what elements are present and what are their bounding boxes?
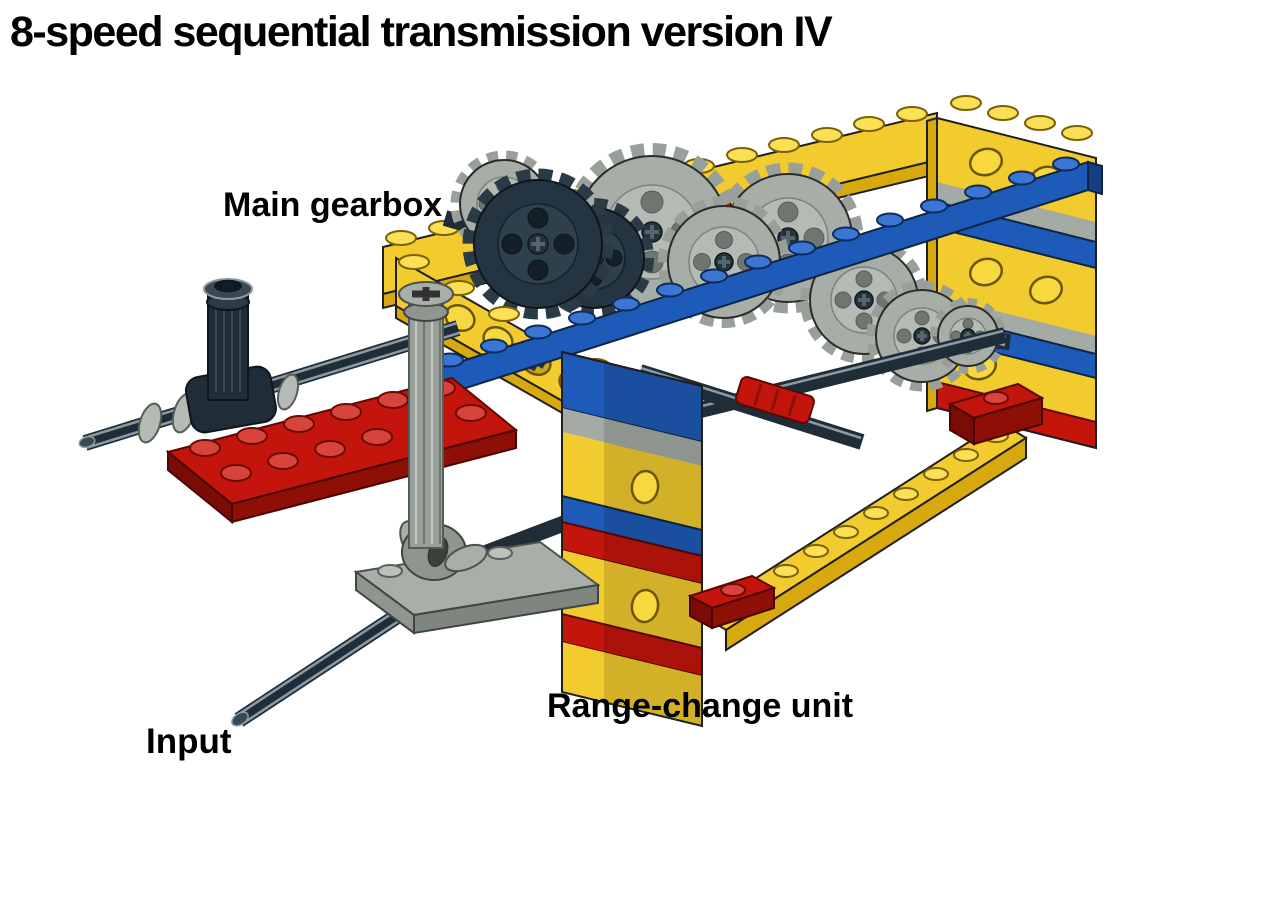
front-pillar xyxy=(561,350,703,728)
main-gearbox-label: Main gearbox xyxy=(223,186,443,224)
shift-axle xyxy=(398,281,454,549)
input-label: Input xyxy=(146,722,232,761)
red-axle-sleeve xyxy=(735,375,815,425)
range-change-unit-label: Range-change unit xyxy=(547,687,854,725)
corner-plate-right xyxy=(947,382,1045,446)
dark-clutch-gear xyxy=(462,168,614,320)
corner-plate-left xyxy=(687,574,777,630)
page-title: 8-speed sequential transmission version … xyxy=(10,8,833,56)
front-pillar-holes xyxy=(630,469,660,624)
cardan-base-plate xyxy=(353,540,601,635)
universal-joint-lever xyxy=(184,278,300,434)
